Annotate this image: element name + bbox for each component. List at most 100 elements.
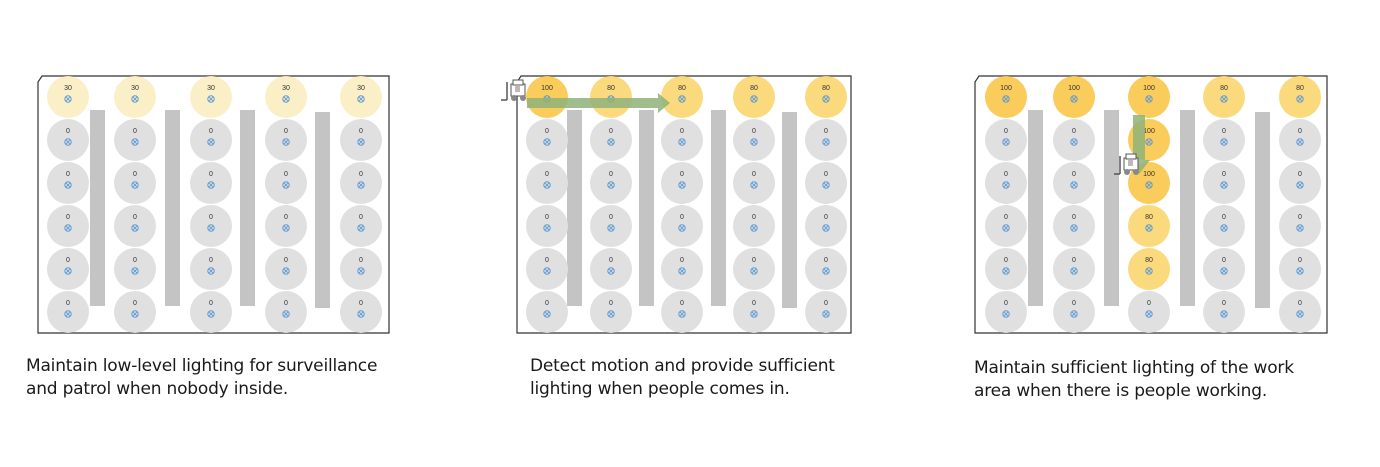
- light-level-label: 0: [284, 128, 288, 135]
- sensor-icon: [1145, 267, 1153, 275]
- light-fixture: 0: [733, 291, 775, 333]
- sensor-icon: [64, 138, 72, 146]
- light-level-label: 0: [133, 128, 137, 135]
- light-zone: [265, 76, 307, 118]
- light-level-label: 80: [1220, 85, 1228, 92]
- sensor-icon: [678, 95, 686, 103]
- caption-line: Maintain low-level lighting for surveill…: [26, 356, 378, 376]
- light-zone: [190, 162, 232, 204]
- light-zone: [805, 291, 847, 333]
- light-level-label: 0: [1004, 171, 1008, 178]
- light-zone: [1203, 291, 1245, 333]
- sensor-icon: [1220, 181, 1228, 189]
- sensor-icon: [822, 310, 830, 318]
- light-fixture: 80: [1279, 76, 1321, 118]
- light-level-label: 0: [1298, 128, 1302, 135]
- light-fixture: 0: [265, 291, 307, 333]
- sensor-icon: [1296, 181, 1304, 189]
- light-zone: [265, 162, 307, 204]
- light-level-label: 100: [1068, 85, 1080, 92]
- light-zone: [1203, 119, 1245, 161]
- light-fixture: 30: [340, 76, 382, 118]
- light-zone: [985, 76, 1027, 118]
- light-zone: [265, 248, 307, 290]
- light-level-label: 0: [1298, 300, 1302, 307]
- light-level-label: 0: [545, 214, 549, 221]
- light-fixture: 0: [1203, 119, 1245, 161]
- light-level-label: 0: [359, 300, 363, 307]
- light-fixture: 80: [1128, 248, 1170, 290]
- sensor-icon: [282, 267, 290, 275]
- light-zone: [985, 119, 1027, 161]
- light-level-label: 0: [1298, 171, 1302, 178]
- light-fixture: 0: [1279, 248, 1321, 290]
- rack: [90, 110, 105, 306]
- light-level-label: 0: [1072, 257, 1076, 264]
- light-level-label: 0: [1072, 128, 1076, 135]
- light-zone: [190, 248, 232, 290]
- light-level-label: 0: [752, 214, 756, 221]
- light-zone: [114, 119, 156, 161]
- light-level-label: 80: [1296, 85, 1304, 92]
- light-level-label: 0: [1222, 171, 1226, 178]
- sensor-icon: [822, 138, 830, 146]
- light-zone: [805, 248, 847, 290]
- light-level-label: 0: [1072, 171, 1076, 178]
- light-fixture: 0: [526, 205, 568, 247]
- sensor-icon: [207, 224, 215, 232]
- light-fixture: 0: [985, 119, 1027, 161]
- sensor-icon: [750, 224, 758, 232]
- light-zone: [733, 119, 775, 161]
- light-level-label: 0: [824, 171, 828, 178]
- sensor-icon: [1002, 181, 1010, 189]
- sensor-icon: [1002, 267, 1010, 275]
- light-zone: [47, 291, 89, 333]
- light-level-label: 0: [66, 214, 70, 221]
- sensor-icon: [1070, 181, 1078, 189]
- movement-arrow: [527, 93, 670, 113]
- sensor-icon: [1145, 95, 1153, 103]
- light-level-label: 0: [1222, 214, 1226, 221]
- light-level-label: 0: [284, 300, 288, 307]
- light-zone: [590, 162, 632, 204]
- sensor-icon: [131, 138, 139, 146]
- light-level-label: 0: [545, 300, 549, 307]
- light-zone: [265, 205, 307, 247]
- light-level-label: 0: [824, 214, 828, 221]
- sensor-icon: [64, 224, 72, 232]
- light-zone: [1128, 291, 1170, 333]
- light-level-label: 0: [1004, 300, 1008, 307]
- light-zone: [1053, 119, 1095, 161]
- light-zone: [340, 291, 382, 333]
- rack: [1104, 110, 1119, 306]
- sensor-icon: [282, 138, 290, 146]
- light-fixture: 30: [265, 76, 307, 118]
- light-fixture: 0: [340, 248, 382, 290]
- sensor-icon: [207, 95, 215, 103]
- sensor-icon: [1296, 224, 1304, 232]
- light-fixture: 0: [1203, 162, 1245, 204]
- sensor-icon: [750, 181, 758, 189]
- sensor-icon: [607, 181, 615, 189]
- sensor-icon: [750, 267, 758, 275]
- light-fixture: 0: [1053, 248, 1095, 290]
- light-level-label: 0: [66, 257, 70, 264]
- sensor-icon: [131, 224, 139, 232]
- light-zone: [526, 291, 568, 333]
- light-zone: [661, 248, 703, 290]
- light-level-label: 0: [752, 171, 756, 178]
- light-level-label: 0: [609, 300, 613, 307]
- sensor-icon: [1070, 224, 1078, 232]
- light-fixture: 0: [190, 205, 232, 247]
- light-level-label: 0: [1004, 128, 1008, 135]
- light-zone: [47, 119, 89, 161]
- caption-line: Detect motion and provide sufficient: [530, 356, 835, 376]
- light-level-label: 80: [822, 85, 830, 92]
- light-zone: [985, 205, 1027, 247]
- light-level-label: 0: [752, 300, 756, 307]
- light-fixture: 0: [733, 162, 775, 204]
- light-fixture: 0: [526, 119, 568, 161]
- sensor-icon: [607, 138, 615, 146]
- light-fixture: 0: [265, 205, 307, 247]
- light-fixture: 0: [590, 205, 632, 247]
